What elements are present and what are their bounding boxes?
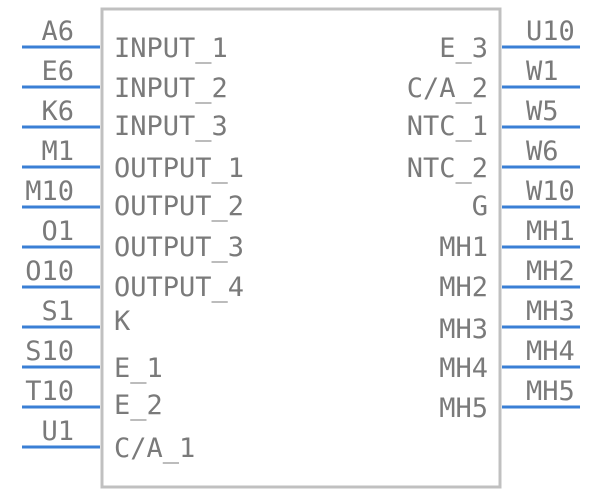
left-pin: S1 K [22,296,131,337]
left-pin: M10 OUTPUT_2 [22,176,244,222]
pin-number: U1 [41,416,74,447]
pin-name: OUTPUT_1 [114,153,244,184]
pin-number: W6 [526,136,559,167]
pin-name: C/A_1 [114,433,195,464]
pin-name: INPUT_1 [114,33,228,64]
pin-name: OUTPUT_4 [114,272,244,303]
pin-number: S1 [41,296,74,327]
pin-name: MH4 [439,353,488,384]
pin-number: M10 [25,176,74,207]
component-body [100,7,502,489]
pin-name: E_1 [114,353,163,384]
pin-name: MH1 [439,232,488,263]
pin-number: MH4 [526,336,575,367]
pin-number: MH5 [526,376,575,407]
pin-number: MH3 [526,296,575,327]
pin-name: MH3 [439,314,488,345]
pin-name: INPUT_3 [114,111,228,142]
pin-name: MH5 [439,393,488,424]
pin-name: E_2 [114,390,163,421]
pin-name: MH2 [439,272,488,303]
pin-number: W10 [526,176,575,207]
pin-number: A6 [41,16,74,47]
pin-number: S10 [25,336,74,367]
pin-number: T10 [25,376,74,407]
pin-number: K6 [41,96,74,127]
right-pin: W10 G [472,176,580,222]
left-pin: U1C/A_1 [22,416,195,464]
pin-name: NTC_1 [407,111,488,142]
pin-number: MH2 [526,256,575,287]
right-pin: W1C/A_2 [407,56,580,104]
pin-number: W1 [526,56,559,87]
pin-number: M1 [41,136,74,167]
pin-name: NTC_2 [407,153,488,184]
left-pin: K6 INPUT_3 [22,96,228,142]
pin-name: K [114,306,131,337]
left-pin: T10 E_2 [22,376,163,421]
pin-number: E6 [41,56,74,87]
right-pin-group: U10E_3W1C/A_2W5NTC_1W6NTC_2W10GMH1MH1MH2… [407,16,580,424]
pin-name: C/A_2 [407,73,488,104]
pin-number: O1 [41,216,74,247]
pin-name: G [472,191,488,222]
pin-number: U10 [526,16,575,47]
pin-name: OUTPUT_2 [114,191,244,222]
pin-name: INPUT_2 [114,73,228,104]
right-pin: W5 NTC_1 [407,96,580,142]
pin-name: OUTPUT_3 [114,232,244,263]
pin-number: W5 [526,96,559,127]
pin-number: O10 [25,256,74,287]
pin-number: MH1 [526,216,575,247]
pin-name: E_3 [439,33,488,64]
